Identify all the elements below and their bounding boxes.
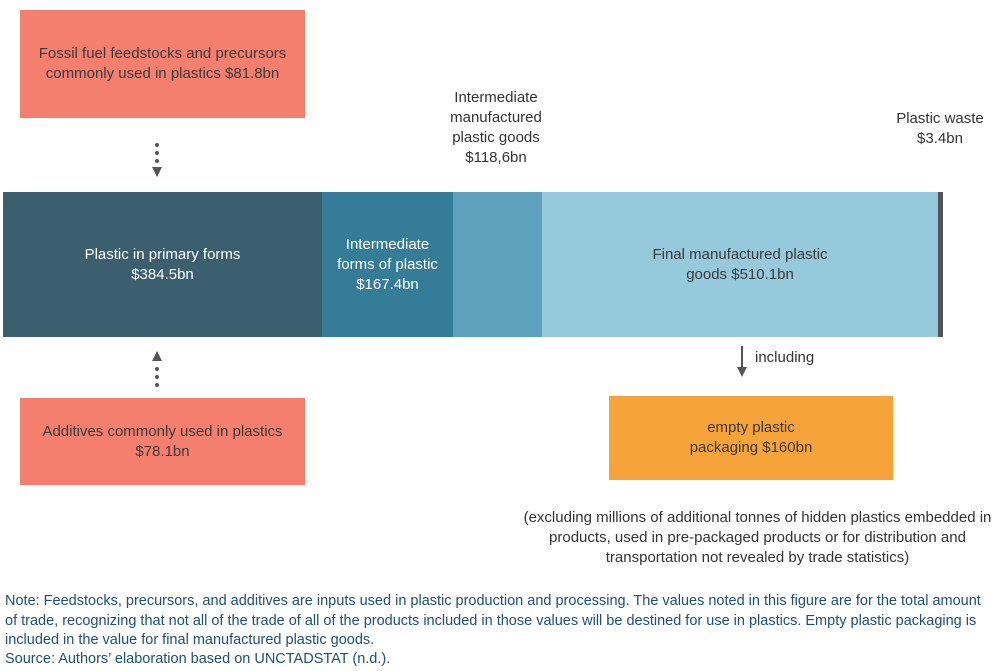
segment-primary-forms: Plastic in primary forms $384.5bn xyxy=(3,192,322,337)
segment-plastic-waste xyxy=(938,192,943,337)
arrow-down-icon xyxy=(152,167,162,177)
dot xyxy=(155,375,159,379)
dot xyxy=(155,151,159,155)
fossil-feedstocks-label: Fossil fuel feedstocks and precursors co… xyxy=(38,45,287,82)
additives-box: Additives commonly used in plastics $78.… xyxy=(20,398,305,485)
segment-intermediate-forms: Intermediate forms of plastic $167.4bn xyxy=(322,192,453,337)
intermediate-goods-label: Intermediate manufactured plastic goods … xyxy=(450,89,542,166)
fossil-feedstocks-box: Fossil fuel feedstocks and precursors co… xyxy=(20,10,305,118)
segment-primary-forms-label: Plastic in primary forms $384.5bn xyxy=(84,245,241,283)
segment-intermediate-goods xyxy=(453,192,542,337)
arrow-down-icon xyxy=(737,346,747,377)
additives-label: Additives commonly used in plastics $78.… xyxy=(42,422,283,460)
dot xyxy=(155,159,159,163)
dot xyxy=(155,367,159,371)
segment-final-goods-label: Final manufactured plastic goods $510.1b… xyxy=(652,245,828,283)
including-label: including xyxy=(755,349,815,366)
packaging-box: empty plastic packaging $160bn xyxy=(609,396,893,480)
dot xyxy=(155,143,159,147)
packaging-label: empty plastic packaging $160bn xyxy=(689,419,813,456)
dot xyxy=(155,383,159,387)
footer-source: Source: Authors’ elaboration based on UN… xyxy=(5,651,391,667)
arrow-up-icon xyxy=(152,351,162,361)
footer-note: Note: Feedstocks, precursors, and additi… xyxy=(5,593,981,648)
segment-intermediate-forms-label: Intermediate forms of plastic $167.4bn xyxy=(337,235,438,293)
segment-final-goods: Final manufactured plastic goods $510.1b… xyxy=(542,192,938,337)
plastic-waste-label: Plastic waste $3.4bn xyxy=(896,110,984,147)
excluding-note: (excluding millions of additional tonnes… xyxy=(523,509,992,566)
